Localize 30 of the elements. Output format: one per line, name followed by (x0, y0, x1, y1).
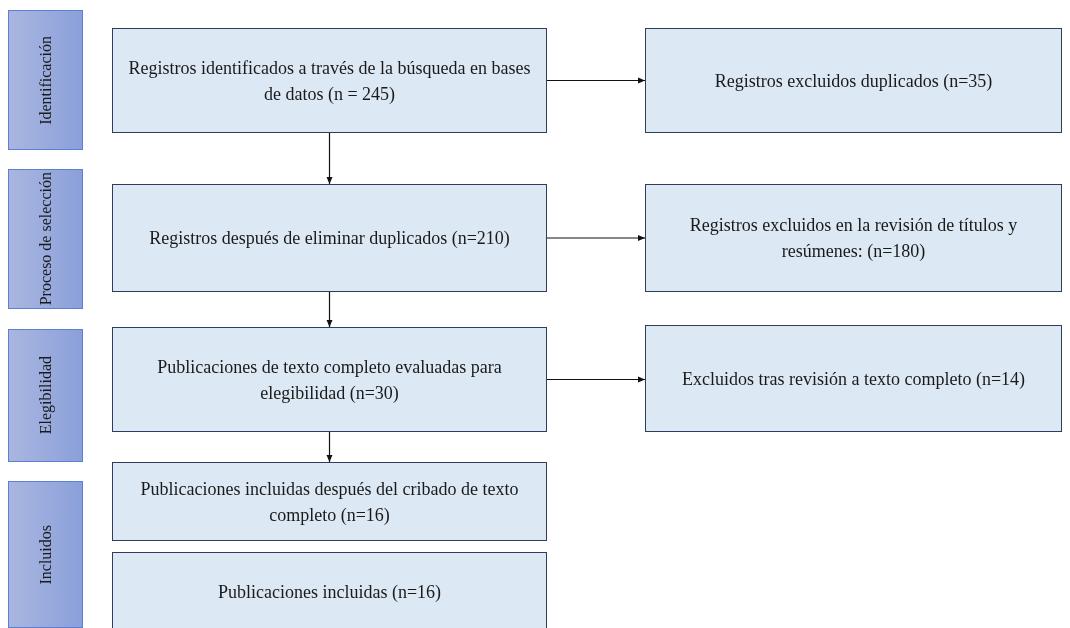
stage-label: Proceso de selección (35, 172, 55, 306)
stage-band (8, 10, 83, 150)
box-text: Registros excluidos en la revisión de títulos y resúmenes: (n=180) (688, 214, 1019, 263)
arrow (326, 291, 333, 328)
box-text: Publicaciones de texto completo evaluadas para elegibilidad (n=30) (156, 355, 503, 405)
stage-label: Elegibilidad (35, 356, 55, 435)
process-box (112, 28, 547, 133)
arrow (546, 376, 646, 383)
process-box (645, 184, 1062, 292)
box-text: Publicaciones incluidas (n=16) (217, 581, 442, 604)
process-box (112, 552, 547, 628)
stage-band (8, 329, 83, 462)
process-box (112, 462, 547, 541)
arrow (326, 132, 333, 185)
stage-band (8, 169, 83, 309)
box-text: Registros después de eliminar duplicados (n=210) (149, 227, 510, 250)
box-text: Registros excluidos duplicados (n=35) (714, 69, 993, 93)
process-box (645, 325, 1062, 432)
arrow (546, 235, 646, 241)
process-box (112, 327, 547, 432)
box-text: Publicaciones incluidas después del cribado de texto completo (n=16) (139, 477, 520, 527)
arrow (546, 77, 646, 84)
arrow (326, 431, 333, 463)
stage-label: Identificación (35, 35, 55, 125)
stage-label: Incluidos (35, 524, 55, 585)
stage-band (8, 481, 83, 628)
box-text: Registros identificados a través de la búsqueda en bases de datos (n = 245) (127, 56, 532, 106)
process-box (112, 184, 547, 292)
box-text: Excluidos tras revisión a texto completo (n=14) (681, 367, 1026, 391)
process-box (645, 28, 1062, 133)
